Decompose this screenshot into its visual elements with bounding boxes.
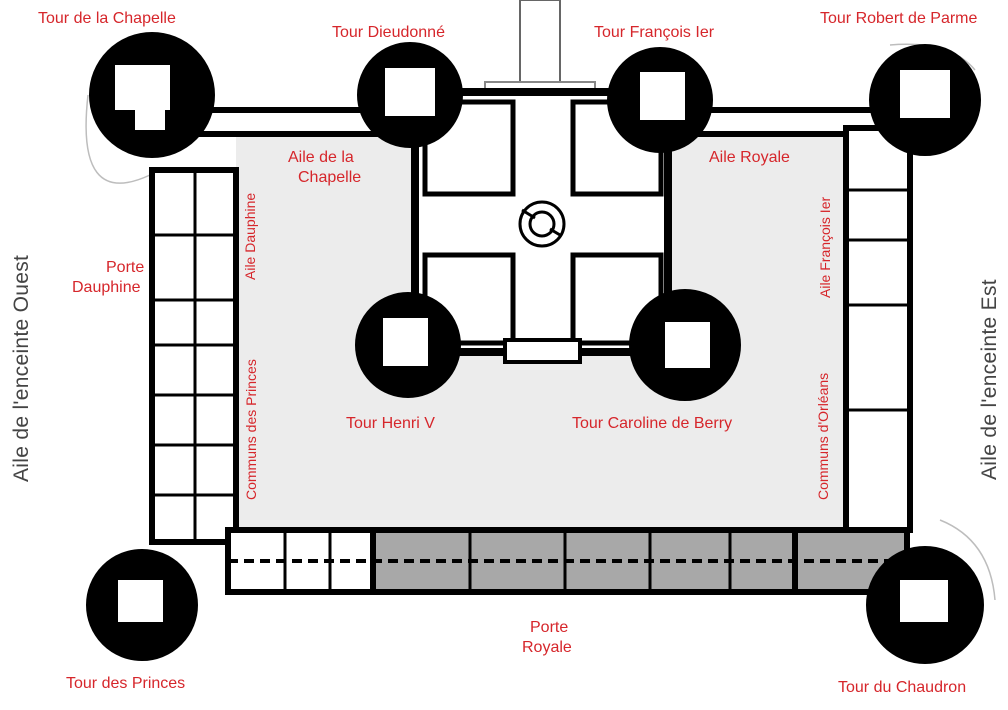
enceinte-est-label: Aile de l'enceinte Est	[978, 279, 1001, 480]
tower-rooms	[115, 65, 950, 622]
communs-orleans-label: Communs d'Orléans	[815, 372, 831, 500]
porte-royale-label-2: Royale	[522, 639, 572, 656]
enceinte-ouest-label: Aile de l'enceinte Ouest	[10, 254, 33, 482]
porte-dauphine-label-1: Porte	[106, 259, 145, 276]
wing-francois-label: Aile François Ier	[817, 196, 833, 298]
wing-chapelle-label-1: Aile de la	[288, 149, 354, 166]
porte-royale-label-1: Porte	[530, 619, 569, 636]
tower-dieudonne-label: Tour Dieudonné	[332, 24, 445, 41]
wing-royale-label: Aile Royale	[709, 149, 790, 166]
tower-chaudron-label: Tour du Chaudron	[838, 679, 967, 696]
wing-dauphine-label: Aile Dauphine	[242, 192, 258, 280]
tower-francois-label: Tour François Ier	[594, 24, 715, 41]
tower-henri-label: Tour Henri V	[346, 415, 435, 432]
communs-princes-label: Communs des Princes	[243, 359, 259, 500]
south-wing	[225, 527, 910, 595]
east-wing	[843, 125, 913, 533]
tower-robert-label: Tour Robert de Parme	[820, 10, 978, 27]
tower-princes-label: Tour des Princes	[66, 675, 186, 692]
north-bridge	[484, 0, 596, 97]
tower-chapelle-label: Tour de la Chapelle	[38, 10, 176, 27]
wing-chapelle-label-2: Chapelle	[298, 169, 362, 186]
porte-dauphine-label-2: Dauphine	[72, 279, 141, 296]
tower-caroline-label: Tour Caroline de Berry	[572, 415, 733, 432]
west-wing	[149, 167, 239, 545]
stair-icon	[518, 200, 566, 248]
